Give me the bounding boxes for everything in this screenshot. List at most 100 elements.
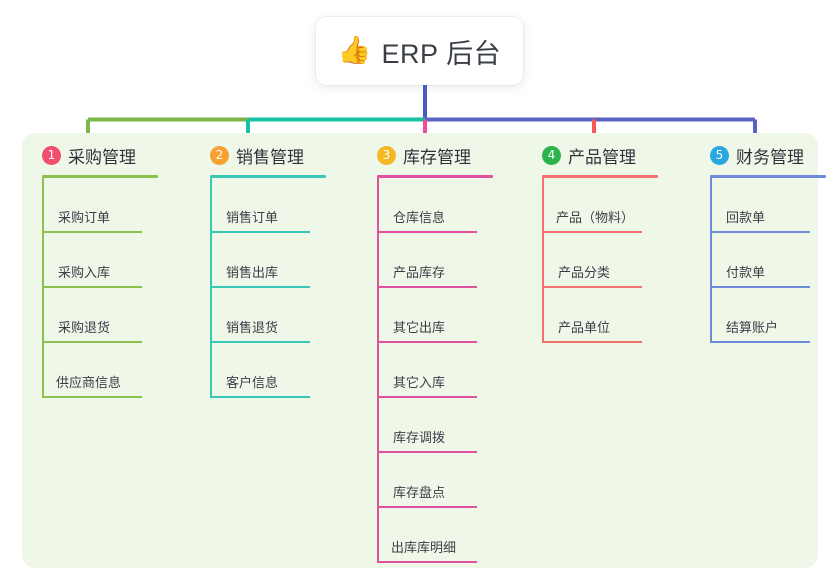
branch-number-badge: 5 [710,145,729,165]
branch-item[interactable]: 销售出库 [210,233,360,288]
branch-item-label: 供应商信息 [56,375,122,390]
branch-item-spine [377,233,379,288]
branch-item-label: 采购订单 [58,210,111,225]
branch-item[interactable]: 库存盘点 [377,453,527,508]
branch-item[interactable]: 销售订单 [210,178,360,233]
branch-item-spine [710,233,712,288]
branch-item-spine [210,233,212,288]
branch-item[interactable]: 采购入库 [42,233,192,288]
branch-item-underline [542,286,642,288]
branch-item-label: 客户信息 [226,375,279,390]
branch-item[interactable]: 采购订单 [42,178,192,233]
branch-item-label: 产品分类 [558,265,611,280]
root-title: ERP 后台 [381,38,502,69]
branch-column-inventory: 3 库存管理仓库信息产品库存其它出库其它入库库存调拨库存盘点出库库明细 [367,133,527,563]
branch-header-sales[interactable]: 2 销售管理 [200,133,360,177]
branch-item-underline [710,231,810,233]
branch-header-underline [710,175,826,178]
branch-item[interactable]: 付款单 [710,233,839,288]
branch-item-underline [377,561,477,563]
branch-item-spine [377,508,379,563]
branch-item-spine [542,288,544,343]
branch-header-underline [542,175,658,178]
branch-item-label: 出库库明细 [391,540,457,555]
branch-item[interactable]: 供应商信息 [42,343,192,398]
branch-item-underline [210,231,310,233]
branch-item-spine [210,178,212,233]
branch-item-underline [377,451,477,453]
branch-number-badge: 3 [377,145,396,165]
branch-item-spine [377,453,379,508]
branch-item-list: 产品（物料） 产品分类产品单位 [542,178,692,343]
branch-number-badge: 1 [42,145,61,165]
branch-item[interactable]: 产品库存 [377,233,527,288]
branch-item-spine [377,288,379,343]
branch-panel [22,133,818,568]
branch-item-spine [377,343,379,398]
branch-item-label: 其它出库 [393,320,446,335]
branch-item[interactable]: 产品分类 [542,233,692,288]
branch-item-underline [710,341,810,343]
branch-item[interactable]: 结算账户 [710,288,839,343]
branch-item-label: 库存调拨 [393,430,446,445]
branch-item-label: 仓库信息 [393,210,446,225]
branch-item-spine [210,343,212,398]
branch-item-spine [42,288,44,343]
branch-item[interactable]: 采购退货 [42,288,192,343]
branch-item-underline [377,231,477,233]
branch-item-label: 销售退货 [226,320,279,335]
branch-item-spine [710,288,712,343]
branch-item-spine [710,178,712,233]
thumbs-up-icon: 👍 [337,34,372,65]
branch-item-list: 回款单付款单结算账户 [710,178,839,343]
branch-item-underline [542,341,642,343]
branch-header-inventory[interactable]: 3 库存管理 [367,133,527,177]
branch-item[interactable]: 仓库信息 [377,178,527,233]
branch-item-underline [42,286,142,288]
branch-item-spine [542,178,544,233]
branch-number-badge: 2 [210,145,229,165]
branch-item-label: 采购退货 [58,320,111,335]
branch-item-spine [377,398,379,453]
branch-header-label: 销售管理 [236,147,304,167]
branch-item[interactable]: 出库库明细 [377,508,527,563]
branch-item-spine [377,178,379,233]
branch-item-underline [210,396,310,398]
branch-item[interactable]: 客户信息 [210,343,360,398]
branch-item-label: 结算账户 [726,320,779,335]
branch-header-underline [377,175,493,178]
branch-item-spine [210,288,212,343]
branch-item[interactable]: 回款单 [710,178,839,233]
branch-item-underline [377,506,477,508]
branch-item-spine [42,178,44,233]
branch-item[interactable]: 销售退货 [210,288,360,343]
branch-item[interactable]: 其它出库 [377,288,527,343]
branch-item-underline [542,231,642,233]
branch-item-list: 仓库信息产品库存其它出库其它入库库存调拨库存盘点出库库明细 [377,178,527,563]
branch-item[interactable]: 库存调拨 [377,398,527,453]
branch-item-underline [377,396,477,398]
branch-item-underline [42,341,142,343]
branch-item[interactable]: 产品（物料） [542,178,692,233]
branch-item-underline [42,396,142,398]
branch-item-label: 库存盘点 [393,485,446,500]
branch-item-spine [542,233,544,288]
branch-item-list: 销售订单销售出库销售退货客户信息 [210,178,360,398]
branch-item[interactable]: 产品单位 [542,288,692,343]
root-node[interactable]: 👍 ERP 后台 [316,17,523,85]
branch-item-label: 产品单位 [558,320,611,335]
branch-item-label: 采购入库 [58,265,111,280]
branch-header-label: 库存管理 [403,147,471,167]
branch-item[interactable]: 其它入库 [377,343,527,398]
branch-item-label: 回款单 [726,210,766,225]
branch-item-spine [42,233,44,288]
branch-item-label: 付款单 [726,265,766,280]
